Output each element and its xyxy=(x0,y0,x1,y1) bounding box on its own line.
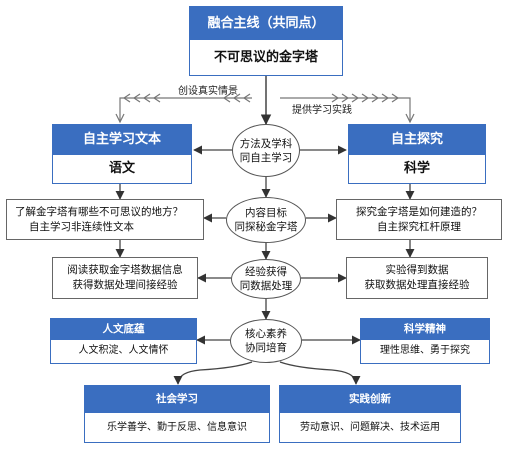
oval-line2: 同数据处理 xyxy=(239,280,293,292)
card-body: 劳动意识、问题解决、技术运用 xyxy=(300,422,440,433)
oval-line2: 协同培育 xyxy=(245,342,287,354)
oval-line2: 同探秘金字塔 xyxy=(234,221,298,233)
oval-line2: 同自主学习 xyxy=(239,151,293,164)
box-line1: 阅读获取金字塔数据信息 xyxy=(67,264,183,276)
left-box-reading: 阅读获取金字塔数据信息 获得数据处理间接经验 xyxy=(52,257,198,299)
left-header-box: 自主学习文本 语文 xyxy=(52,124,192,184)
center-oval-experience: 经验获得 同数据处理 xyxy=(231,259,301,299)
left-header-subtitle: 语文 xyxy=(108,161,135,176)
card-title: 社会学习 xyxy=(85,386,269,413)
card-body: 人文积淀、人文情怀 xyxy=(78,345,169,356)
right-box-experiment: 实验得到数据 获取数据处理直接经验 xyxy=(346,257,488,299)
right-box-question: 探究金字塔是如何建造的？ 自主探究杠杆原理 xyxy=(336,199,502,240)
right-header-box: 自主探究 科学 xyxy=(348,124,486,184)
card-humanities: 人文底蕴 人文积淀、人文情怀 xyxy=(50,318,197,364)
card-social: 社会学习 乐学善学、勤于反思、信息意识 xyxy=(84,385,270,443)
box-line2: 自主学习非连续性文本 xyxy=(29,220,134,233)
center-oval-literacy: 核心素养 协同培育 xyxy=(230,319,302,363)
right-header-title: 自主探究 xyxy=(349,125,485,155)
box-line2: 获得数据处理间接经验 xyxy=(72,279,178,291)
box-line1: 探究金字塔是如何建造的？ xyxy=(356,205,482,218)
arrow-label-left: 创设真实情景 xyxy=(178,86,238,97)
right-header-subtitle: 科学 xyxy=(403,161,430,176)
box-line1: 实验得到数据 xyxy=(385,264,449,276)
card-body: 乐学善学、勤于反思、信息意识 xyxy=(107,422,247,433)
oval-line1: 核心素养 xyxy=(245,328,287,340)
card-science: 科学精神 理性思维、勇于探究 xyxy=(360,318,490,364)
chevron-arrow-right xyxy=(280,93,415,124)
chevron-arrow-left xyxy=(115,93,252,124)
card-title: 科学精神 xyxy=(361,319,489,340)
box-line2: 自主探究杠杆原理 xyxy=(377,220,461,233)
oval-line1: 内容目标 xyxy=(245,207,287,219)
center-oval-content: 内容目标 同探秘金字塔 xyxy=(226,197,306,243)
left-header-title: 自主学习文本 xyxy=(53,125,191,155)
box-line1: 了解金字塔有哪些不可思议的地方？ xyxy=(15,205,183,218)
left-box-question: 了解金字塔有哪些不可思议的地方？ 自主学习非连续性文本 xyxy=(6,199,204,240)
arrow-label-right: 提供学习实践 xyxy=(292,105,352,116)
oval-line1: 经验获得 xyxy=(245,266,287,278)
center-oval-method: 方法及学科 同自主学习 xyxy=(232,124,300,177)
top-title: 融合主线（共同点） xyxy=(190,7,342,40)
oval-line1: 方法及学科 xyxy=(239,137,293,150)
card-practice: 实践创新 劳动意识、问题解决、技术运用 xyxy=(279,385,461,443)
card-title: 实践创新 xyxy=(280,386,460,413)
card-body: 理性思维、勇于探究 xyxy=(380,345,470,356)
top-subtitle: 不可思议的金字塔 xyxy=(213,50,318,65)
box-line2: 获取数据处理直接经验 xyxy=(364,279,470,291)
card-title: 人文底蕴 xyxy=(51,319,196,340)
top-box: 融合主线（共同点） 不可思议的金字塔 xyxy=(189,6,343,76)
